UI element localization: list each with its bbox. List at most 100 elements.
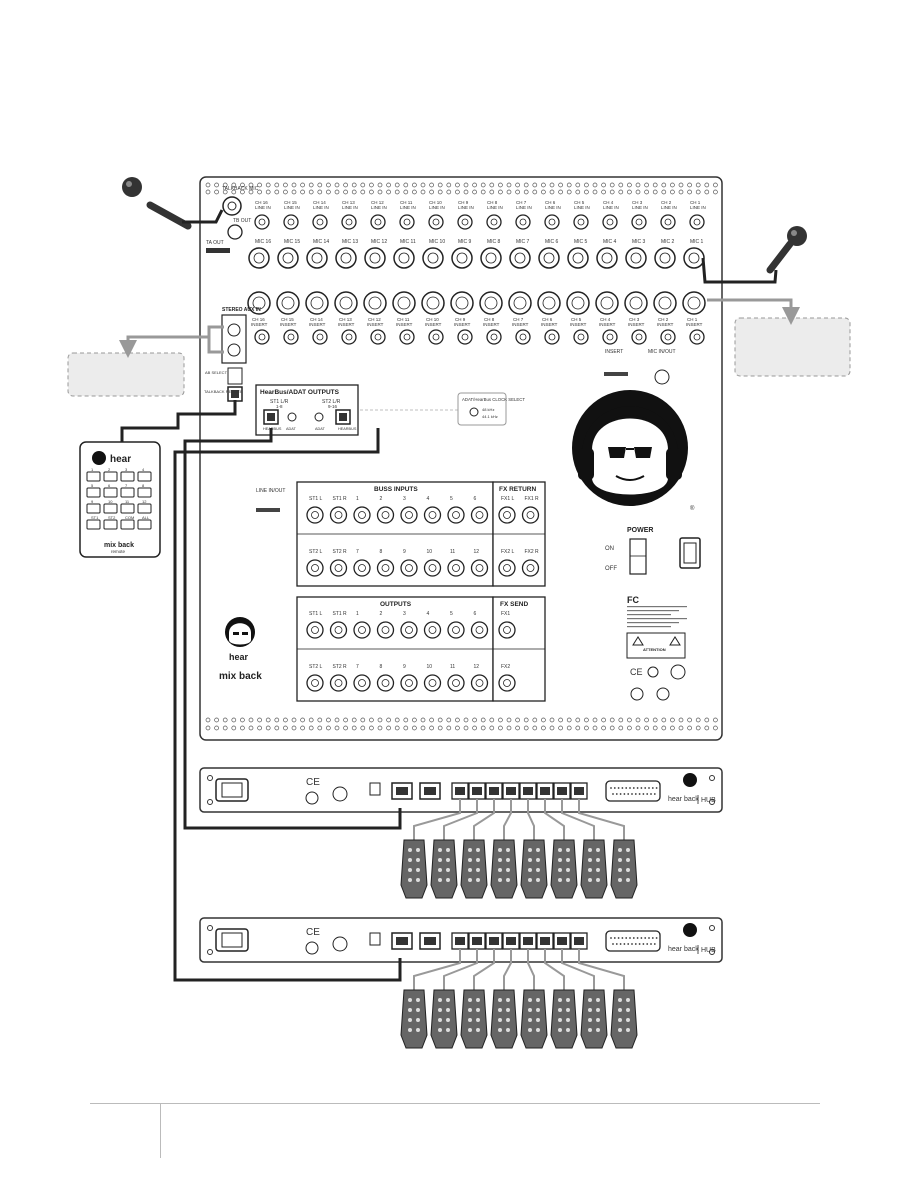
remote-key[interactable] <box>103 503 118 514</box>
vent-hole <box>231 725 237 731</box>
vent-hole <box>695 725 701 731</box>
vent-hole <box>489 725 495 731</box>
hub-power-switch[interactable] <box>369 932 381 946</box>
vent-hole <box>283 189 288 195</box>
remote-key[interactable] <box>120 487 135 498</box>
svg-text:®: ® <box>690 505 695 512</box>
remote-key[interactable] <box>86 503 101 514</box>
clock-select-button[interactable] <box>469 407 479 417</box>
buss-input-label: ST2 L <box>309 549 323 555</box>
output-label: 3 <box>403 611 406 617</box>
vent-hole <box>334 182 340 188</box>
vent-hole <box>523 717 529 723</box>
vent-hole <box>437 189 443 195</box>
vent-hole <box>265 189 271 195</box>
line-in-label: CH 15 <box>284 200 297 205</box>
personal-mixer-icon <box>520 839 548 899</box>
remote-key[interactable] <box>86 519 101 530</box>
vent-hole <box>713 182 718 188</box>
vent-hole <box>601 182 606 188</box>
vent-hole <box>566 725 572 731</box>
hearback-logo-icon <box>683 773 697 787</box>
power-switch[interactable] <box>629 538 647 575</box>
ab-select-switch[interactable] <box>227 367 243 385</box>
tb-out-jack[interactable] <box>227 224 243 240</box>
vent-hole <box>678 717 684 723</box>
outputs-title: OUTPUTS <box>380 601 412 608</box>
adat-port[interactable] <box>287 412 297 422</box>
buss-input-label: 10 <box>427 549 433 555</box>
tb-out-label: TB OUT <box>233 218 251 224</box>
mic-label: MIC 7 <box>516 239 530 245</box>
mic-label: MIC 4 <box>603 239 617 245</box>
buss-input-label: 12 <box>474 549 480 555</box>
hub-db25-connector[interactable] <box>605 780 661 802</box>
vent-hole <box>480 717 486 723</box>
remote-key[interactable] <box>86 471 101 482</box>
vent-hole <box>231 189 237 195</box>
remote-key[interactable] <box>137 519 152 530</box>
vent-hole <box>704 725 710 731</box>
output-label: ST1 L <box>309 611 323 617</box>
vent-hole <box>455 717 460 723</box>
vent-hole <box>584 189 589 195</box>
remote-key[interactable] <box>137 503 152 514</box>
vent-hole <box>644 182 649 188</box>
hub-power-switch[interactable] <box>369 782 381 796</box>
output-label: 12 <box>474 664 480 670</box>
line-in-label: CH 9 <box>458 200 469 205</box>
vent-hole <box>506 725 512 731</box>
vent-hole <box>566 182 572 188</box>
buss-input-label: 4 <box>427 496 430 502</box>
vent-hole <box>455 189 460 195</box>
mic-label: MIC 12 <box>371 239 387 245</box>
aux-in-left-jack[interactable] <box>227 323 241 337</box>
hub-ce-mark: CE <box>306 777 320 788</box>
hearbus-port-caption: HEARBUS <box>338 427 357 431</box>
hub-db25-connector[interactable] <box>605 930 661 952</box>
vent-hole <box>489 189 495 195</box>
hub-model: HUB <box>701 947 716 954</box>
hearbus-port-sub: 9-16 <box>328 404 338 409</box>
vent-hole <box>274 725 280 731</box>
insert-label: INSERT <box>425 322 442 327</box>
vent-hole <box>205 182 211 188</box>
remote-key[interactable] <box>120 471 135 482</box>
vent-hole <box>351 725 357 731</box>
vent-hole <box>265 182 271 188</box>
vent-hole <box>704 717 710 723</box>
insert-label: INSERT <box>599 322 616 327</box>
vent-hole <box>472 189 477 195</box>
vent-hole <box>283 717 288 723</box>
remote-footer-sub: remote <box>111 549 126 554</box>
line-in-label: CH 5 <box>574 200 585 205</box>
remote-key[interactable] <box>137 487 152 498</box>
personal-mixer-icon <box>550 839 578 899</box>
insert-label: INSERT <box>483 322 500 327</box>
vent-hole <box>274 717 280 723</box>
line-in-label: LINE IN <box>255 205 271 210</box>
vent-hole <box>412 189 417 195</box>
vent-hole <box>558 725 563 731</box>
vent-hole <box>377 717 383 723</box>
hub-brand: hear back <box>668 796 699 803</box>
aux-in-right-jack[interactable] <box>227 343 241 357</box>
adat-port[interactable] <box>314 412 324 422</box>
remote-key[interactable] <box>137 471 152 482</box>
remote-key[interactable] <box>103 519 118 530</box>
buss-input-label: 3 <box>403 496 406 502</box>
remote-key-label: ST2 <box>108 515 116 520</box>
vent-hole <box>283 725 288 731</box>
remote-key[interactable] <box>120 503 135 514</box>
remote-key[interactable] <box>120 519 135 530</box>
remote-key[interactable] <box>103 487 118 498</box>
hearbus-port-caption: ADAT <box>286 427 297 431</box>
insert-label: CH 13 <box>339 317 352 322</box>
vent-hole <box>326 717 331 723</box>
remote-key[interactable] <box>86 487 101 498</box>
vent-hole <box>480 189 486 195</box>
insert-label: CH 5 <box>571 317 582 322</box>
vent-holes-top <box>205 182 718 195</box>
remote-key[interactable] <box>103 471 118 482</box>
